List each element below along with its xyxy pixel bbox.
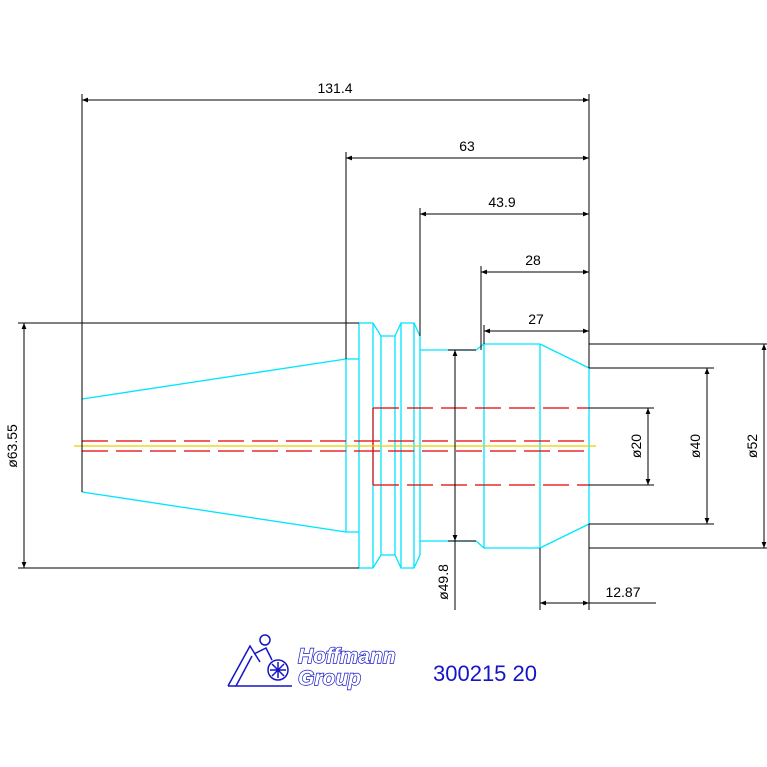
logo-line-2: Group [298,667,361,690]
dimension-labels: 131.4 63 43.9 28 27 12.87 ø63.55 ø49.8 ø… [4,80,760,600]
dim-collar-diameter: ø49.8 [435,564,451,600]
dim-bore-diameter: ø20 [628,434,644,458]
dim-12-87: 12.87 [605,584,640,600]
logo-line-1: Hoffmann [298,645,396,668]
part-number: 300215 20 [433,661,537,686]
dim-27: 27 [528,311,544,327]
dim-face-diameter: ø40 [687,434,703,458]
dim-63: 63 [459,138,475,154]
dim-nose-diameter: ø52 [744,434,760,458]
logo-symbol-icon [227,634,292,687]
dim-131-4: 131.4 [317,80,352,96]
hoffmann-group-logo: Hoffmann Group [227,634,396,691]
hidden-bore [82,407,589,486]
dim-taper-diameter: ø63.55 [4,424,20,468]
dim-28: 28 [525,252,541,268]
dimension-lines [18,94,767,610]
dim-43-9: 43.9 [488,194,515,210]
